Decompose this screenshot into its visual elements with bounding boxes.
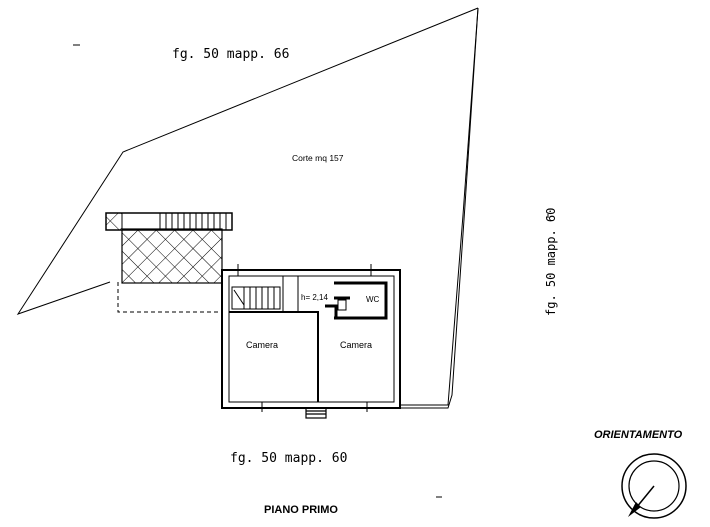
label-courtyard: Corte mq 157 bbox=[292, 153, 344, 163]
building-inner-wall bbox=[228, 275, 395, 403]
stair-wall bbox=[282, 276, 299, 312]
terrace-hatch-left bbox=[105, 212, 123, 231]
interior-partition bbox=[229, 311, 319, 402]
wall-ticks bbox=[237, 264, 372, 412]
compass-icon bbox=[621, 453, 687, 519]
label-east-parcel: fg. 50 mapp. 60 bbox=[544, 208, 558, 316]
building-outer-wall bbox=[221, 269, 401, 409]
label-floor-title: PIANO PRIMO bbox=[264, 504, 338, 516]
label-room-right: Camera bbox=[340, 340, 372, 350]
lot-boundary bbox=[400, 7, 479, 406]
wc-walls bbox=[325, 281, 388, 320]
terrace-hatch bbox=[121, 228, 223, 284]
internal-stairs bbox=[231, 286, 281, 310]
label-height: h= 2,14 bbox=[301, 293, 328, 302]
label-north-parcel: fg. 50 mapp. 66 bbox=[172, 47, 289, 62]
label-room-left: Camera bbox=[246, 340, 278, 350]
lot-boundary-north-west bbox=[16, 7, 479, 315]
label-orientation: ORIENTAMENTO bbox=[594, 429, 683, 441]
wc-fixture bbox=[337, 299, 347, 311]
label-south-parcel: fg. 50 mapp. 60 bbox=[230, 451, 347, 466]
terrace-stair-steps bbox=[159, 213, 227, 230]
terrace-stairs bbox=[105, 212, 233, 231]
stray-marks bbox=[73, 44, 549, 498]
label-wc: WC bbox=[366, 295, 380, 304]
lot-boundary-east bbox=[400, 7, 479, 409]
entrance-steps bbox=[305, 407, 327, 419]
